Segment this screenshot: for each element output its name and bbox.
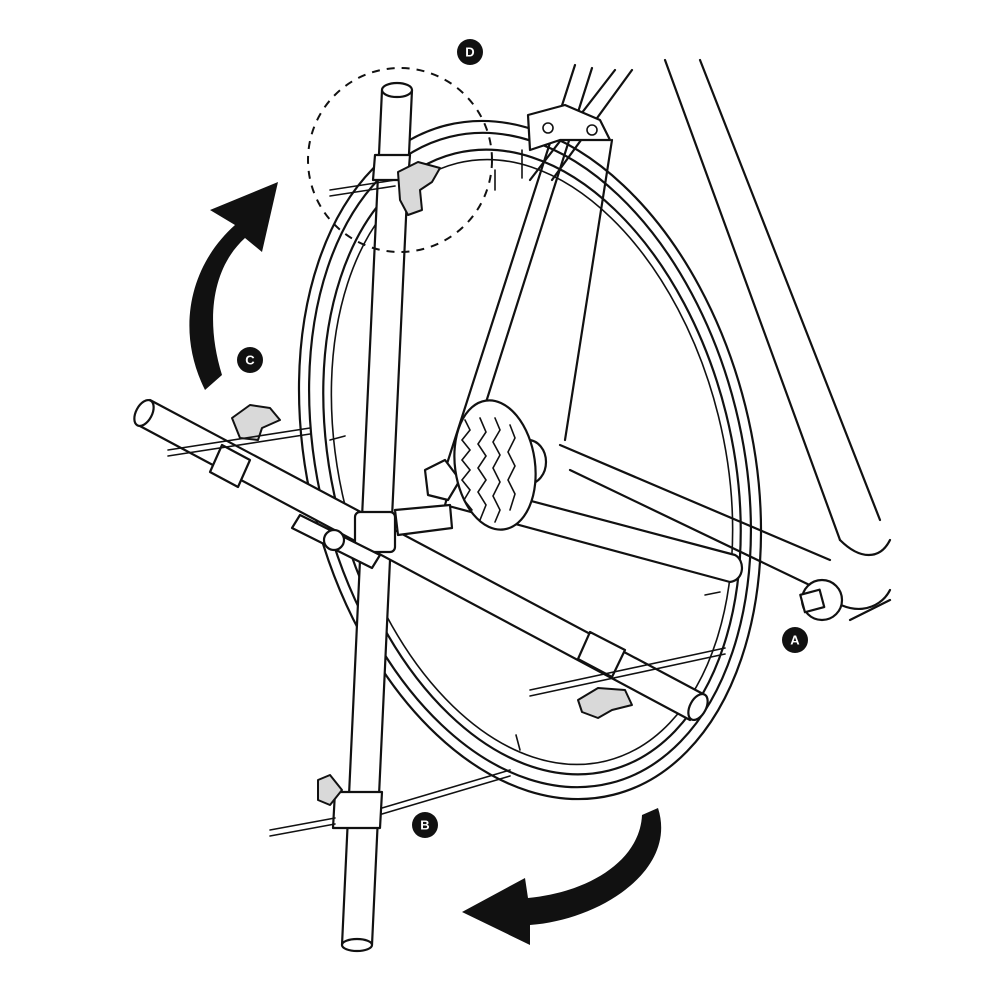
curved-arrow-up-icon <box>189 182 278 390</box>
label-badge-c: C <box>237 347 263 373</box>
label-badge-b: B <box>412 812 438 838</box>
label-badge-d: D <box>457 39 483 65</box>
stand-horizontal-bar <box>133 398 709 722</box>
curved-arrow-down-icon <box>462 808 662 945</box>
label-c-text: C <box>245 353 255 368</box>
label-badge-a: A <box>782 627 808 653</box>
label-d-text: D <box>465 45 474 60</box>
label-a-text: A <box>790 633 800 648</box>
stand-clamps <box>167 149 726 837</box>
cassette <box>453 399 537 531</box>
label-b-text: B <box>420 818 429 833</box>
bike-frame <box>423 58 892 622</box>
detail-circle-d <box>307 67 493 253</box>
